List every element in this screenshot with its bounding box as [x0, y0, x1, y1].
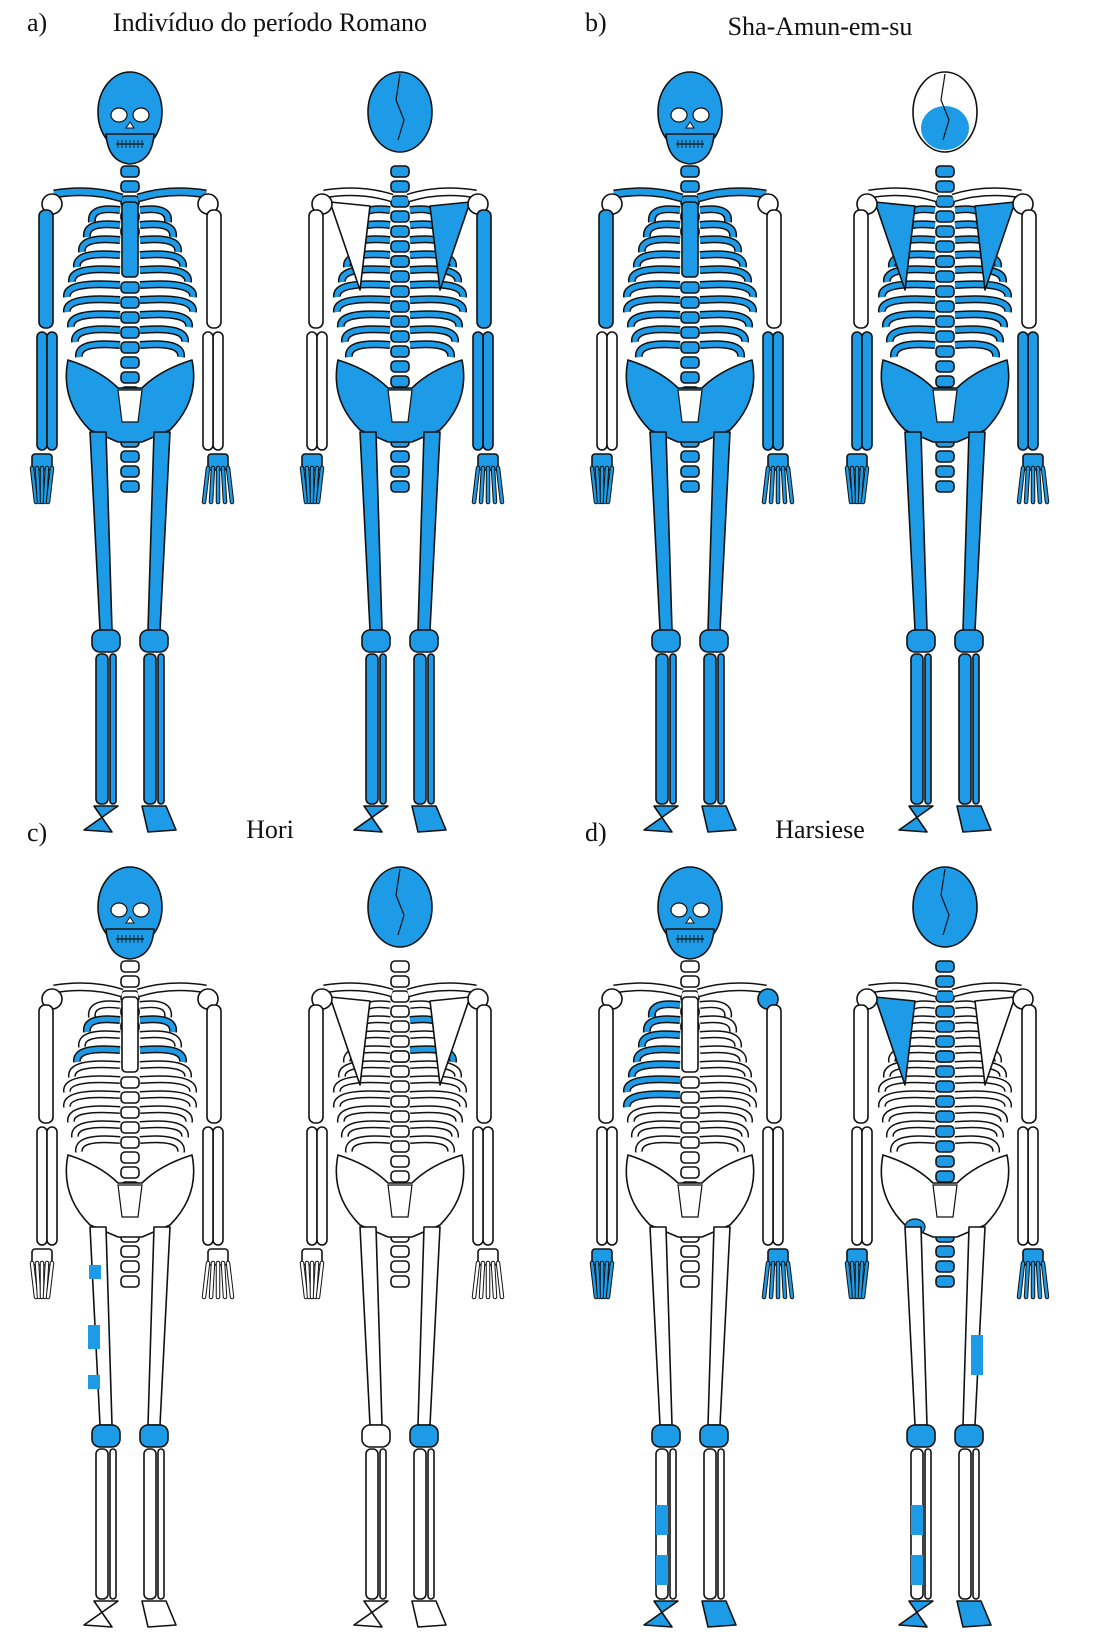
skeleton-back [847, 867, 1047, 1627]
skeleton-front [592, 867, 792, 1627]
skeleton-front [32, 72, 232, 832]
skull [913, 867, 977, 947]
panel-a-title: Indivíduo do período Romano [80, 8, 460, 38]
skeleton-back [302, 867, 502, 1627]
panel-b-letter: b) [585, 8, 607, 38]
panel-b-title: Sha-Amun-em-su [690, 12, 950, 42]
jaw [666, 134, 714, 164]
skull [368, 867, 432, 947]
skeleton-back [847, 72, 1047, 832]
skeleton-front [32, 867, 232, 1627]
skeleton-front [592, 72, 792, 832]
jaw [106, 134, 154, 164]
skeleton-back [302, 72, 502, 832]
panel-d-letter: d) [585, 818, 607, 848]
jaw [106, 929, 154, 959]
panel-d-title: Harsiese [740, 815, 900, 845]
panel-c-title: Hori [200, 815, 340, 845]
skull [368, 72, 432, 152]
jaw [666, 929, 714, 959]
panel-a-letter: a) [27, 8, 47, 38]
panel-c-letter: c) [27, 818, 47, 848]
